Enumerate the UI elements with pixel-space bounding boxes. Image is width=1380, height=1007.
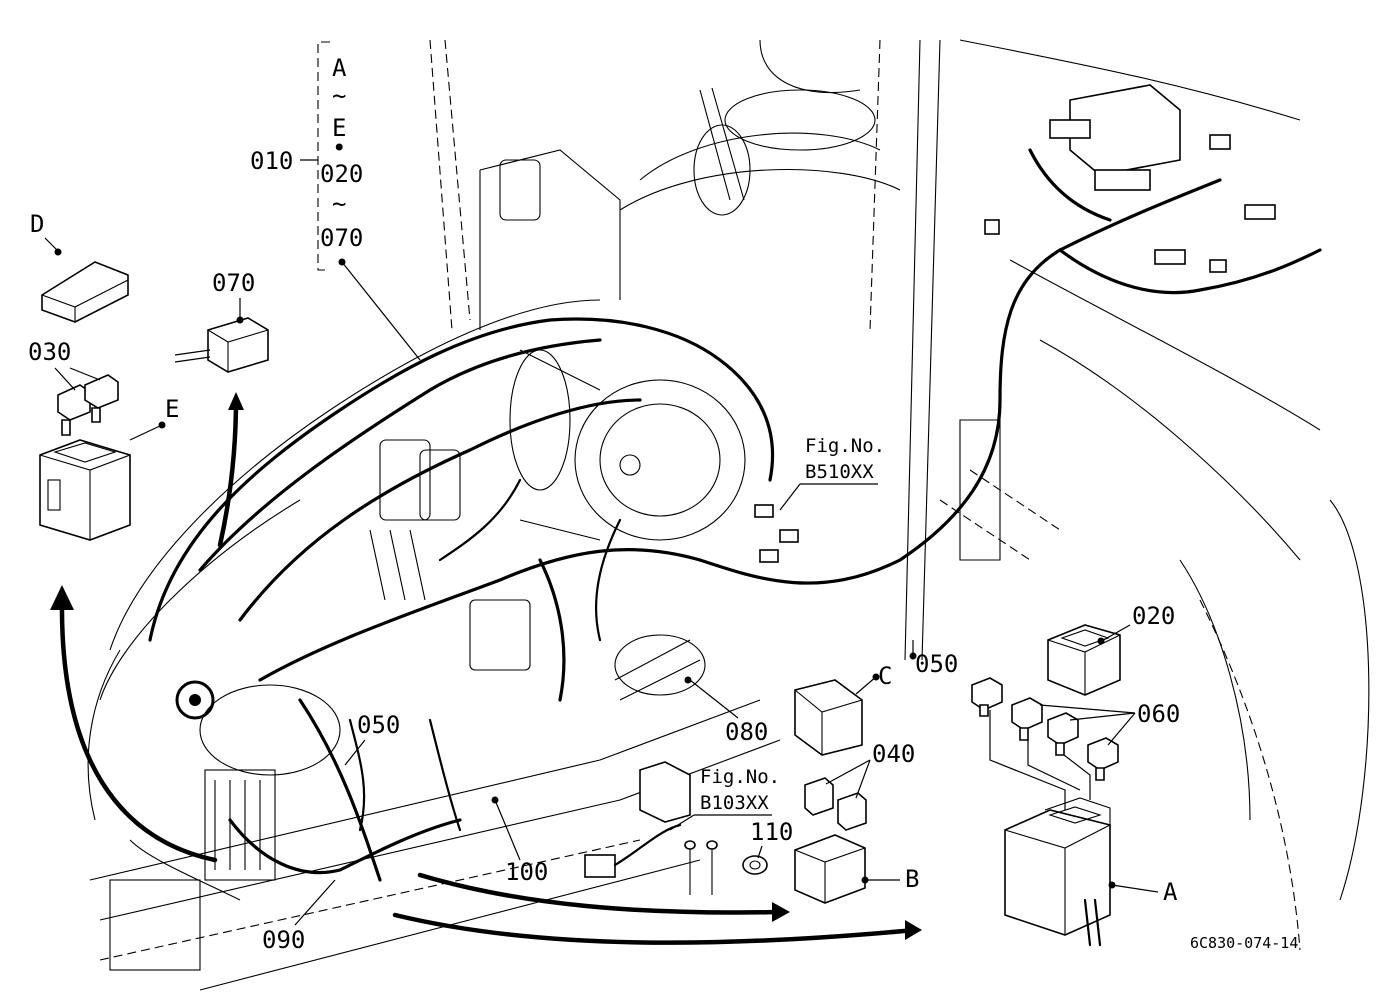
range-top-3: E [332, 114, 346, 142]
callout-110: 110 [750, 818, 793, 846]
callout-e: E [165, 395, 179, 423]
part-a-holder [989, 710, 1111, 947]
figure-id: 6C830-074-14 [1190, 934, 1298, 952]
range-bottom-1: 020 [320, 160, 363, 188]
fig-ref-upper-label: Fig.No. [805, 435, 885, 457]
main-harness [148, 148, 1322, 882]
part-040-clips [804, 777, 867, 831]
range-top-1: A [332, 54, 347, 82]
part-d-cover [41, 261, 129, 323]
bracket-group-010: 010 A ~ E • 020 ~ 070 [250, 41, 421, 361]
part-050-fuse [971, 677, 1003, 717]
part-e-box [39, 439, 131, 541]
tractor-body-outline [87, 39, 1370, 991]
callout-010: 010 [250, 147, 293, 175]
part-030-clips [57, 374, 119, 436]
part-070-connector [174, 317, 269, 373]
callout-050-left: 050 [357, 711, 400, 739]
callout-050-right: 050 [915, 650, 958, 678]
part-060-fuses [1011, 697, 1119, 781]
part-020-relay [1047, 624, 1121, 696]
callouts: D 070 030 E 020 050 C 060 080 050 040 B [28, 210, 1180, 954]
callout-090: 090 [262, 926, 305, 954]
callout-080: 080 [725, 718, 768, 746]
callout-100: 100 [505, 858, 548, 886]
fig-ref-upper-number: B510XX [805, 461, 874, 483]
range-top-4: • [332, 134, 346, 162]
callout-b: B [905, 865, 919, 893]
fig-ref-lower: Fig.No. B103XX [669, 766, 780, 831]
callout-c: C [878, 662, 892, 690]
callout-070: 070 [212, 269, 255, 297]
fig-ref-lower-label: Fig.No. [700, 766, 780, 788]
range-bottom-3: 070 [320, 224, 363, 252]
callout-020: 020 [1132, 602, 1175, 630]
part-b-holder [794, 834, 866, 904]
range-bottom-2: ~ [332, 190, 346, 218]
part-c-block [794, 679, 863, 756]
callout-030: 030 [28, 338, 71, 366]
part-110-grommet [584, 761, 768, 895]
fig-ref-upper: Fig.No. B510XX [779, 435, 885, 511]
engine-block [175, 84, 1276, 881]
flow-arrows [50, 392, 922, 945]
callout-a: A [1163, 878, 1178, 906]
callout-040: 040 [872, 740, 915, 768]
range-top-2: ~ [332, 82, 346, 110]
callout-060: 060 [1137, 700, 1180, 728]
fig-ref-lower-number: B103XX [700, 792, 769, 814]
callout-d: D [30, 210, 44, 238]
